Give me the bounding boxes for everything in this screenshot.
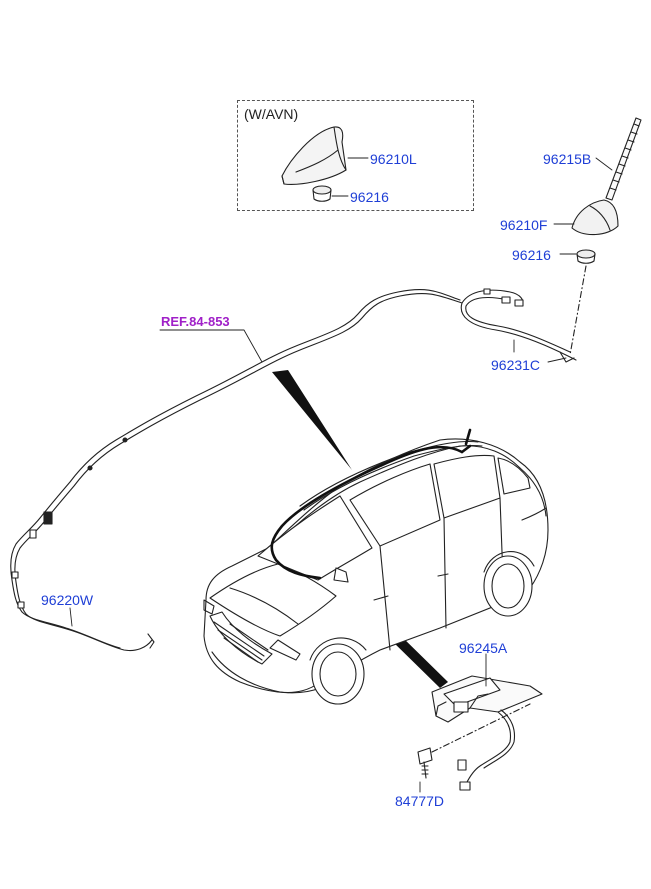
gasket-drawing: [576, 249, 596, 264]
label-reference[interactable]: REF.84-853: [161, 314, 230, 329]
antenna-amplifier-drawing: [431, 675, 543, 791]
label-gasket-in-box[interactable]: 96216: [350, 189, 389, 205]
gasket-in-box-drawing: [312, 185, 332, 202]
label-bolt[interactable]: 84777D: [395, 793, 445, 809]
bolt-drawing: [417, 747, 433, 779]
label-main-feeder-cable[interactable]: 96220W: [41, 592, 94, 608]
label-shark-fin-antenna[interactable]: 96210L: [370, 151, 417, 167]
label-antenna-rod[interactable]: 96215B: [543, 151, 592, 167]
label-antenna-amplifier[interactable]: 96245A: [459, 640, 508, 656]
leader-lines: [69, 157, 613, 793]
roof-feeder-cable-drawing: [460, 288, 577, 363]
callout-wedge-upper: [272, 370, 352, 470]
label-gasket[interactable]: 96216: [512, 247, 551, 263]
vehicle-drawing: [203, 428, 549, 705]
antenna-rod-drawing: [605, 117, 642, 201]
main-feeder-cable-drawing: [10, 289, 463, 652]
shark-fin-antenna-drawing: [281, 126, 347, 185]
antenna-base-drawing: [571, 199, 619, 236]
option-box-w-avn: [237, 100, 474, 211]
label-antenna-base[interactable]: 96210F: [500, 217, 548, 233]
option-box-label: (W/AVN): [244, 106, 299, 122]
label-roof-feeder-cable[interactable]: 96231C: [491, 357, 541, 373]
